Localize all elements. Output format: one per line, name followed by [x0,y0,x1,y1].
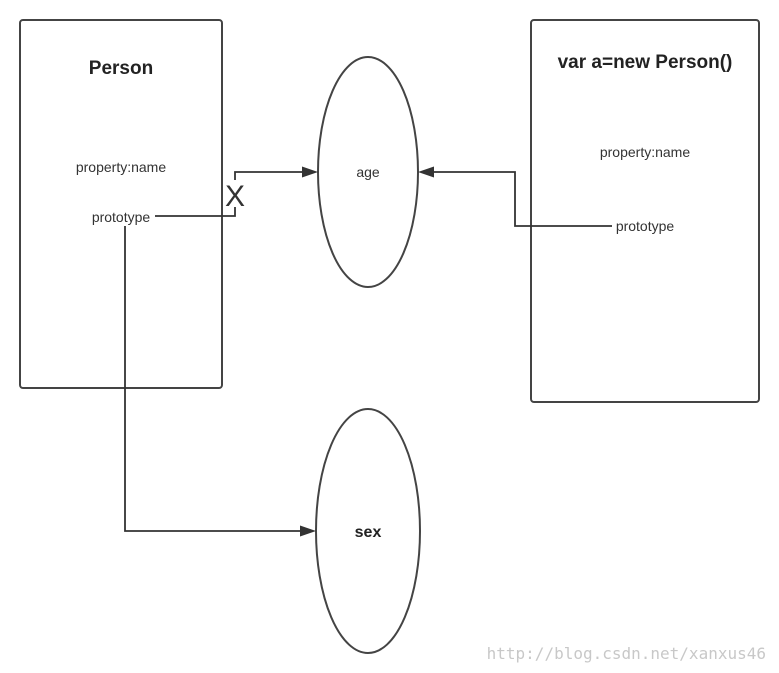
edge-instance-to-age [418,166,612,227]
sex-node: sex [315,408,421,654]
instance-box-title: var a=new Person() [558,52,733,73]
arrowhead-to-age-right [418,166,434,178]
broken-edge-lower-segment [155,207,236,217]
instance-property-label: property:name [600,144,690,160]
instance-box: var a=new Person() property:name prototy… [530,19,760,403]
watermark-text: http://blog.csdn.net/xanxus46 [487,644,766,663]
arrowhead-to-sex [300,525,316,537]
broken-edge-upper-segment [234,171,304,180]
person-box-title: Person [89,58,153,79]
person-box: Person property:name prototype [19,19,223,389]
broken-link-mark: X [225,180,245,213]
edge-instance-to-age-line [432,171,612,227]
age-node: age [317,56,419,288]
instance-prototype-label: prototype [616,218,675,234]
sex-label: sex [355,524,382,541]
edge-person-to-sex [124,226,316,537]
person-prototype-label: prototype [92,209,151,225]
arrowhead-to-age-left [302,166,318,178]
age-label: age [356,164,380,180]
person-property-label: property:name [76,159,166,175]
broken-edge-person-to-age: X [155,166,318,217]
edge-person-to-sex-line [124,226,301,532]
person-box-frame [19,19,223,389]
instance-box-frame [530,19,760,403]
